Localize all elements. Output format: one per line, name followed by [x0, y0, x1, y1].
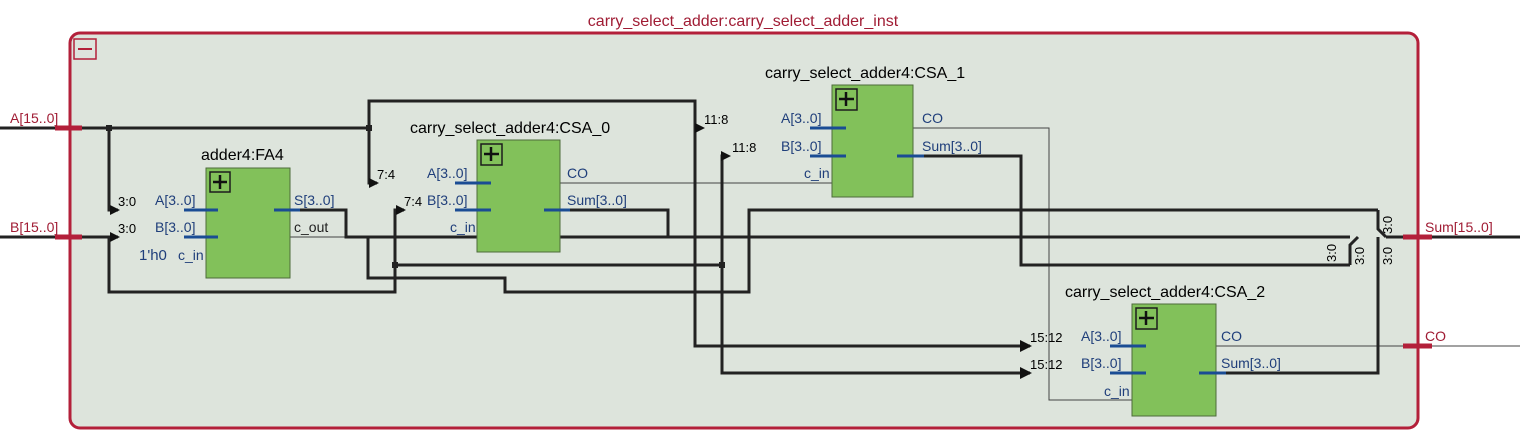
svg-text:A[3..0]: A[3..0]	[781, 110, 821, 126]
bus-label-sum-3: 3:0	[1380, 247, 1395, 265]
svg-text:CO: CO	[1425, 328, 1446, 344]
bus-label-sum-2: 3:0	[1352, 247, 1367, 265]
svg-text:CO: CO	[922, 110, 943, 126]
module-frame[interactable]	[68, 31, 1420, 430]
bus-label-csa0-b: 7:4	[404, 194, 422, 209]
bus-label-csa2-b: 15:12	[1030, 357, 1063, 372]
svg-text:c_in: c_in	[804, 165, 830, 181]
svg-text:Sum[15..0]: Sum[15..0]	[1425, 219, 1493, 235]
output-port-co[interactable]: CO	[1403, 328, 1446, 349]
svg-text:S[3..0]: S[3..0]	[294, 192, 334, 208]
svg-text:Sum[3..0]: Sum[3..0]	[1221, 355, 1281, 371]
bus-label-sum-out: 3:0	[1380, 216, 1395, 234]
expand-plus-icon[interactable]	[1135, 307, 1158, 330]
bus-label-sum-1: 3:0	[1324, 244, 1339, 262]
block-name: adder4:FA4	[201, 147, 284, 164]
module-title: carry_select_adder:carry_select_adder_in…	[588, 13, 899, 30]
svg-text:c_in: c_in	[1104, 383, 1130, 399]
bus-label-csa2-a: 15:12	[1030, 330, 1063, 345]
block-csa-0[interactable]: carry_select_adder4:CSA_0 A[3..0] B[3..0…	[410, 120, 627, 253]
block-name: carry_select_adder4:CSA_2	[1065, 284, 1265, 301]
bus-label-csa1-a: 11:8	[704, 112, 728, 127]
output-port-sum[interactable]: Sum[15..0]	[1403, 219, 1493, 240]
bus-label-csa0-a: 7:4	[377, 167, 395, 182]
collapse-minus-icon[interactable]	[73, 38, 97, 60]
svg-text:B[3..0]: B[3..0]	[781, 138, 821, 154]
svg-text:CO: CO	[1221, 328, 1242, 344]
input-port-b[interactable]: B[15..0]	[10, 219, 82, 240]
svg-text:A[3..0]: A[3..0]	[427, 165, 467, 181]
expand-plus-icon[interactable]	[209, 171, 231, 193]
svg-text:Sum[3..0]: Sum[3..0]	[922, 138, 982, 154]
bus-label-csa1-b: 11:8	[732, 140, 756, 155]
svg-text:A[3..0]: A[3..0]	[1081, 328, 1121, 344]
svg-text:c_out: c_out	[294, 219, 328, 235]
svg-text:A[15..0]: A[15..0]	[10, 110, 58, 126]
svg-text:B[3..0]: B[3..0]	[155, 219, 195, 235]
const-cin: 1'h0	[139, 247, 167, 264]
svg-text:c_in: c_in	[450, 219, 476, 235]
expand-plus-icon[interactable]	[835, 88, 858, 111]
expand-plus-icon[interactable]	[480, 143, 503, 166]
block-adder4-fa4[interactable]: adder4:FA4 A[3..0] B[3..0] c_in S[3..0] …	[139, 147, 334, 279]
block-name: carry_select_adder4:CSA_0	[410, 120, 610, 137]
block-name: carry_select_adder4:CSA_1	[765, 65, 965, 82]
svg-text:c_in: c_in	[178, 247, 204, 263]
input-arrows	[110, 123, 1032, 379]
block-csa-1[interactable]: carry_select_adder4:CSA_1 A[3..0] B[3..0…	[765, 65, 982, 198]
junction-dots	[106, 125, 725, 268]
input-port-a[interactable]: A[15..0]	[10, 110, 82, 131]
bus-label-fa4-b: 3:0	[118, 221, 136, 236]
svg-text:CO: CO	[567, 165, 588, 181]
bus-label-fa4-a: 3:0	[118, 194, 136, 209]
bus-labels: 3:0 3:0 7:4 7:4 11:8 11:8 15:12 15:12 3:…	[118, 112, 1395, 372]
block-csa-2[interactable]: carry_select_adder4:CSA_2 A[3..0] B[3..0…	[1065, 284, 1281, 417]
svg-text:Sum[3..0]: Sum[3..0]	[567, 192, 627, 208]
svg-text:B[3..0]: B[3..0]	[1081, 355, 1121, 371]
svg-text:A[3..0]: A[3..0]	[155, 192, 195, 208]
svg-text:B[3..0]: B[3..0]	[427, 192, 467, 208]
svg-text:B[15..0]: B[15..0]	[10, 219, 58, 235]
